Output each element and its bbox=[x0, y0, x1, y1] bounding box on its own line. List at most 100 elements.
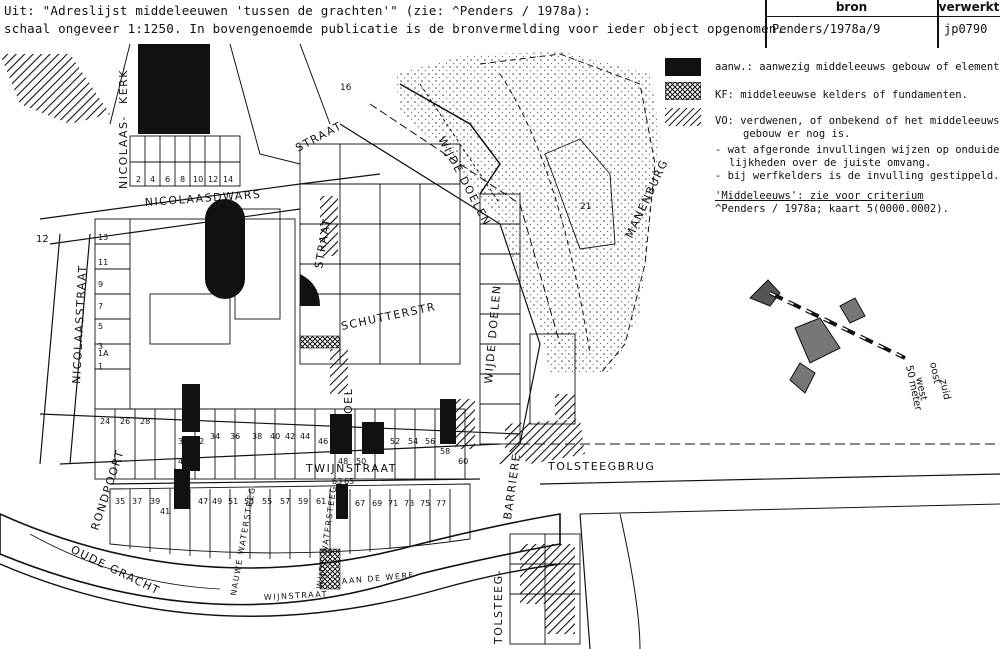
house-number: 3 bbox=[98, 342, 103, 351]
house-number: 36 bbox=[230, 432, 240, 441]
legend-criterium: 'Middeleeuws': zie voor criterium bbox=[715, 190, 924, 202]
street-straat-upper: STRAAT bbox=[293, 119, 344, 154]
house-number: 75 bbox=[420, 499, 430, 508]
legend-vo: VO: verdwenen, of onbekend of het middel… bbox=[715, 115, 1000, 127]
legend-note-afgerond-cont: lijkheden over de juiste omvang. bbox=[729, 157, 932, 169]
house-number: 48 bbox=[338, 457, 348, 466]
house-number: 30 bbox=[178, 437, 188, 446]
house-number: 58 bbox=[440, 447, 450, 456]
street-tolsteegbrug: TOLSTEEGBRUG bbox=[547, 460, 655, 473]
aanwezig-twijn-45 bbox=[174, 469, 190, 509]
house-number: 6 bbox=[165, 175, 170, 184]
house-number: 8 bbox=[148, 63, 153, 72]
house-number: 55 bbox=[262, 497, 272, 506]
legend-aanwezig: aanw.: aanwezig middeleeuws gebouw of el… bbox=[715, 61, 1000, 73]
header-scale-line: schaal ongeveer 1:1250. In bovengenoemde… bbox=[4, 21, 785, 36]
house-number: 38 bbox=[252, 432, 262, 441]
house-number: 34 bbox=[210, 432, 220, 441]
compass-rose: 50 meter west oost zuid bbox=[749, 279, 952, 412]
grid-number-16: 16 bbox=[340, 83, 352, 93]
house-number: 52 bbox=[390, 437, 400, 446]
house-number: 45 bbox=[178, 457, 188, 466]
table-border-left bbox=[765, 0, 767, 48]
house-number: 53 bbox=[244, 497, 254, 506]
house-number: 32 bbox=[194, 437, 204, 446]
street-barriere: BARRIERE bbox=[501, 452, 523, 520]
street-nicolaas: NICOLAAS- bbox=[117, 115, 130, 189]
house-number: 12 bbox=[208, 175, 218, 184]
aanwezig-half bbox=[300, 274, 320, 306]
house-number: 54 bbox=[408, 437, 418, 446]
building-parcels bbox=[94, 135, 616, 645]
house-number: 59 bbox=[298, 497, 308, 506]
aanwezig-kerk bbox=[138, 44, 210, 134]
bron-header: bron bbox=[766, 0, 937, 17]
house-number: 14 bbox=[223, 175, 233, 184]
house-number: 40 bbox=[270, 432, 280, 441]
house-number: 63 bbox=[332, 477, 342, 486]
street-kerk: KERK- bbox=[117, 65, 130, 104]
house-number: 73 bbox=[404, 499, 414, 508]
house-number: 9 bbox=[98, 280, 103, 289]
house-number: 7 bbox=[98, 302, 103, 311]
house-number: 51 bbox=[228, 497, 238, 506]
house-number: 8 bbox=[180, 175, 185, 184]
vo-areas bbox=[0, 54, 585, 634]
house-number: 61 bbox=[316, 497, 326, 506]
bron-value: Penders/1978a/9 bbox=[772, 22, 881, 36]
house-number: 26 bbox=[120, 417, 130, 426]
park-area bbox=[395, 52, 660, 374]
kf-areas bbox=[299, 335, 341, 590]
house-number: 4 bbox=[150, 175, 155, 184]
map-canvas: KERK- NICOLAAS- NICOLAASDWARS STRAAT STR… bbox=[0, 44, 1000, 649]
street-schutterstr: SCHUTTERSTR bbox=[340, 300, 437, 333]
table-divider bbox=[937, 0, 939, 48]
street-doel: DOEL bbox=[342, 388, 355, 424]
house-number: 67 bbox=[355, 499, 365, 508]
legend-note-werfkelders: - bij werfkelders is de invulling gestip… bbox=[715, 170, 1000, 182]
house-number: 46 bbox=[318, 437, 328, 446]
verwerkt-value: jp0790 bbox=[944, 22, 988, 36]
house-number: 65 bbox=[344, 477, 354, 486]
legend-swatch-kf bbox=[665, 82, 701, 100]
house-number: 24 bbox=[100, 417, 110, 426]
house-number: 39 bbox=[150, 497, 160, 506]
legend-vo-cont: gebouw er nog is. bbox=[743, 128, 851, 140]
street-nicolaasstraat: NICOLAASSTRAAT bbox=[70, 264, 89, 384]
legend-kf: KF: middeleeuwse kelders of fundamenten. bbox=[715, 89, 968, 101]
house-number: 69 bbox=[372, 499, 382, 508]
street-rondpoort: RONDPOORT bbox=[88, 448, 126, 532]
compass-oost: oost bbox=[927, 361, 942, 384]
house-number: 37 bbox=[132, 497, 142, 506]
street-wijnstraat: WIJNSTRAAT bbox=[264, 590, 329, 602]
house-number: 56 bbox=[425, 437, 435, 446]
house-number: 10 bbox=[193, 175, 203, 184]
house-number: 42 bbox=[285, 432, 295, 441]
house-number: 50 bbox=[356, 457, 366, 466]
legend-swatch-aanwezig bbox=[665, 58, 701, 76]
house-number: 13 bbox=[98, 233, 108, 242]
aanwezig-twijn-30 bbox=[182, 384, 200, 432]
house-number: 71 bbox=[388, 499, 398, 508]
house-numbers: 8 2 4 6 8 10 12 14 13 11 9 7 5 3 1 1A 24… bbox=[98, 63, 468, 516]
street-wijde-doelen-south: WIJDE DOELEN bbox=[482, 284, 504, 384]
compass-zuid: zuid bbox=[937, 378, 952, 401]
house-number: 47 bbox=[198, 497, 208, 506]
house-number: 44 bbox=[300, 432, 310, 441]
house-number: 1A bbox=[98, 349, 109, 358]
house-number: 49 bbox=[212, 497, 222, 506]
aanwezig-twijn-52 bbox=[362, 422, 384, 454]
aanwezig-buildings bbox=[138, 44, 456, 519]
verwerkt-header: verwerkt bbox=[938, 0, 1000, 17]
grid-number-21: 21 bbox=[580, 202, 591, 212]
house-number: 1 bbox=[98, 362, 103, 371]
aanwezig-twijn-32 bbox=[182, 436, 200, 471]
house-number: 28 bbox=[140, 417, 150, 426]
house-number: 41 bbox=[160, 507, 170, 516]
house-number: 60 bbox=[458, 457, 468, 466]
house-number: 11 bbox=[98, 258, 108, 267]
header-source-line: Uit: "Adreslijst middeleeuwen 'tussen de… bbox=[4, 3, 592, 18]
house-number: 5 bbox=[98, 322, 103, 331]
aanwezig-twijn-67 bbox=[336, 484, 348, 519]
street-tolsteeg: TOLSTEEG- bbox=[492, 569, 505, 645]
